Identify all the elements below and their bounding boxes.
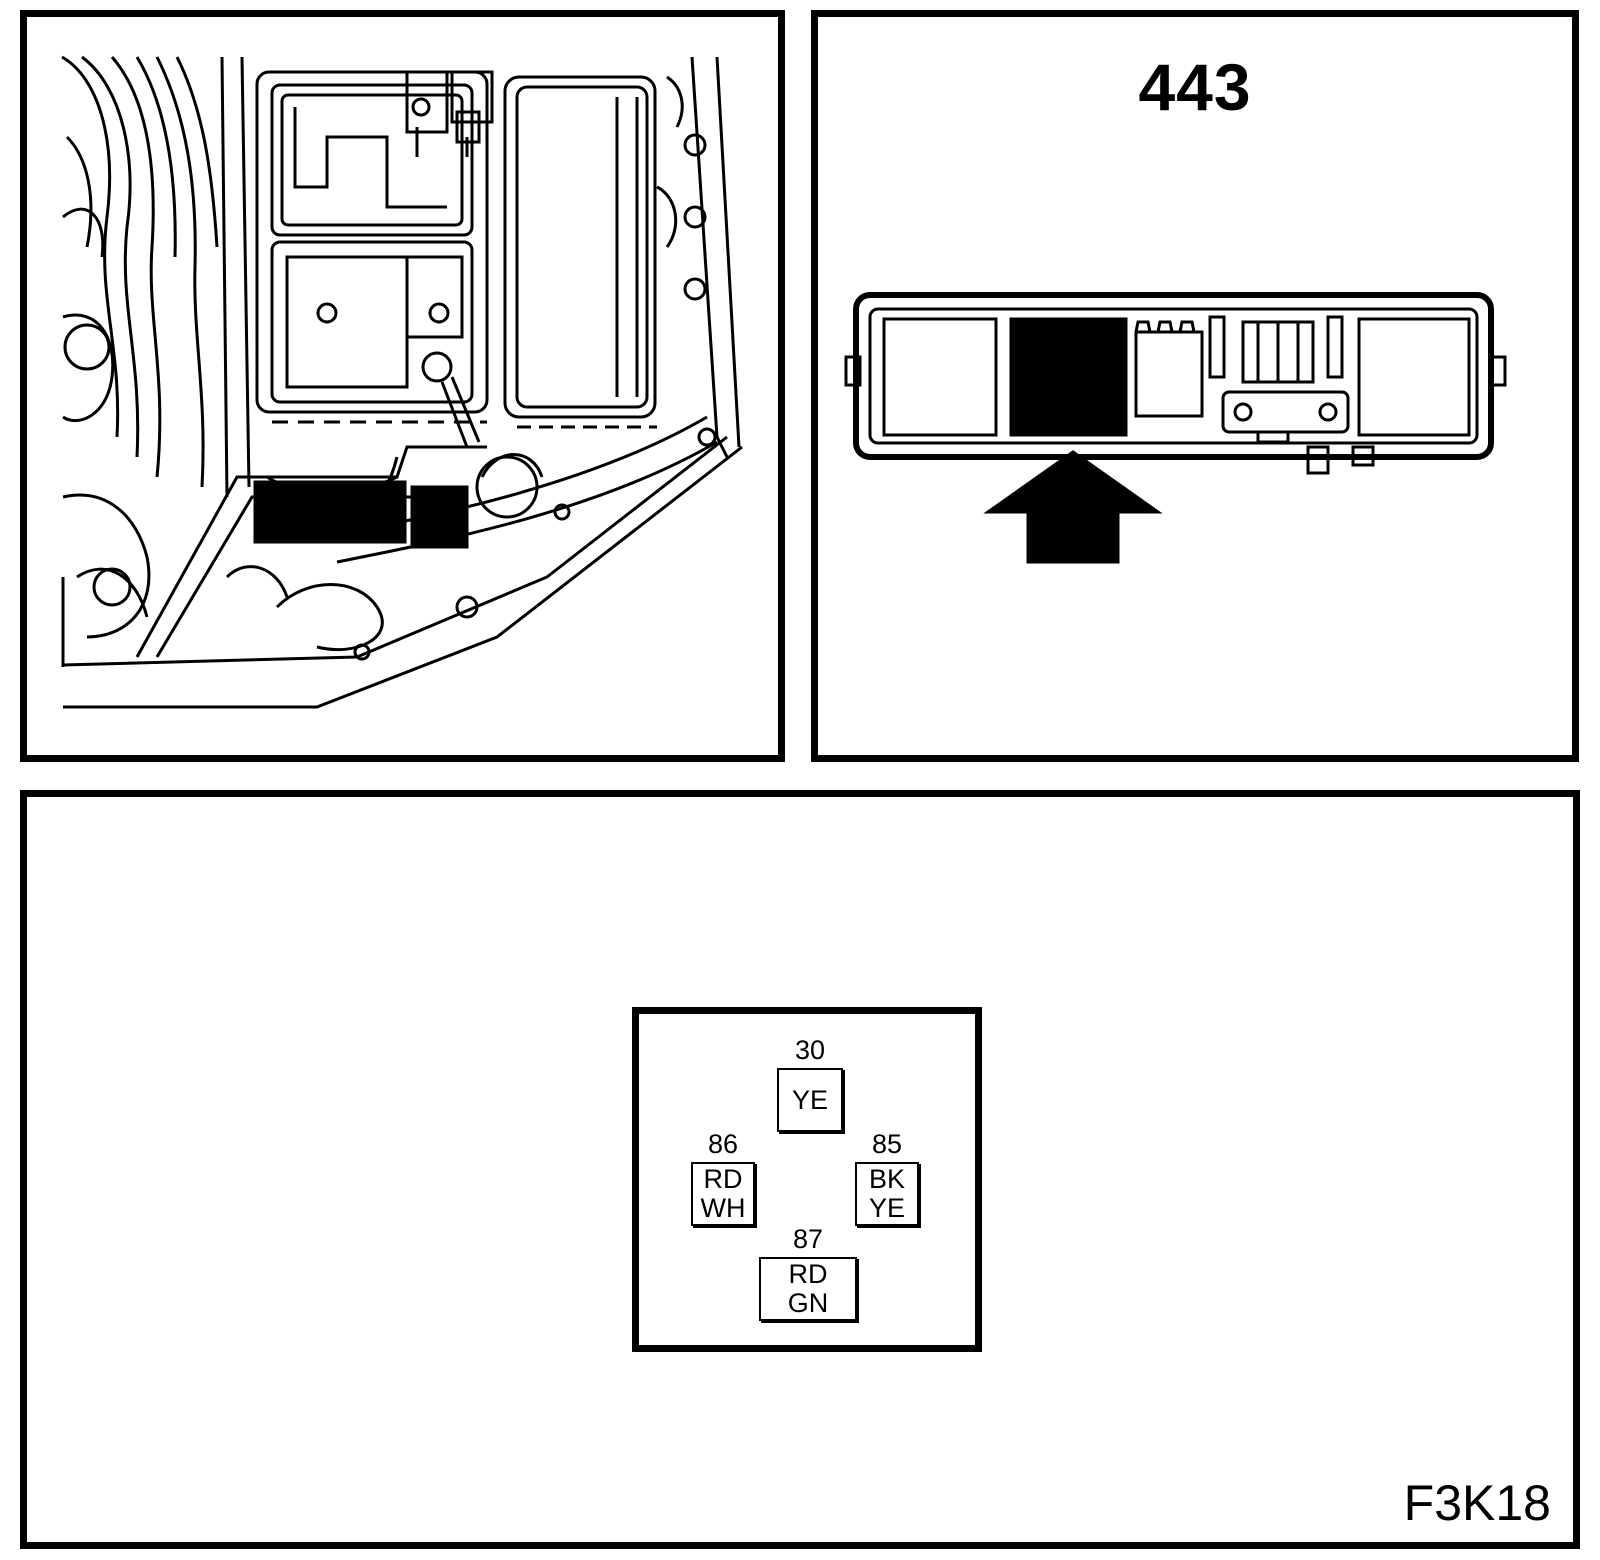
pin-85: 85 BK YE	[855, 1130, 919, 1226]
up-arrow-icon	[983, 450, 1163, 564]
pin-number: 85	[871, 1129, 903, 1159]
wire-color: WH	[700, 1193, 746, 1223]
relay-box-drawing	[844, 292, 1507, 564]
engine-bay-location-panel	[20, 10, 785, 762]
relay-connector-face: 30 YE 86 RD WH 85 BK YE 87 RD GN	[632, 1007, 982, 1352]
wire-color: RD	[788, 1259, 828, 1289]
pin-number: 30	[794, 1035, 826, 1065]
relay-box-panel: 443	[811, 10, 1579, 762]
wire-color: RD	[703, 1164, 743, 1194]
figure-code: F3K18	[1403, 1475, 1551, 1531]
wire-color: GN	[787, 1288, 829, 1318]
pin-87: 87 RD GN	[759, 1225, 857, 1321]
pin-color-box: RD GN	[759, 1257, 857, 1321]
pin-86: 86 RD WH	[691, 1130, 755, 1226]
pin-number: 86	[707, 1129, 739, 1159]
pin-number: 87	[792, 1224, 824, 1254]
pin-color-box: BK YE	[855, 1162, 919, 1226]
relay-reference-number: 443	[1138, 50, 1252, 124]
wire-color: YE	[868, 1193, 906, 1223]
pin-color-box: RD WH	[691, 1162, 755, 1226]
engine-bay-drawing	[61, 55, 743, 709]
wire-color: YE	[791, 1084, 829, 1115]
pin-color-box: YE	[777, 1068, 843, 1132]
wire-color: BK	[868, 1164, 906, 1194]
pin-30: 30 YE	[777, 1036, 843, 1132]
highlighted-relay-slot	[1009, 317, 1128, 437]
connector-pinout-panel: 30 YE 86 RD WH 85 BK YE 87 RD GN	[20, 790, 1580, 1549]
